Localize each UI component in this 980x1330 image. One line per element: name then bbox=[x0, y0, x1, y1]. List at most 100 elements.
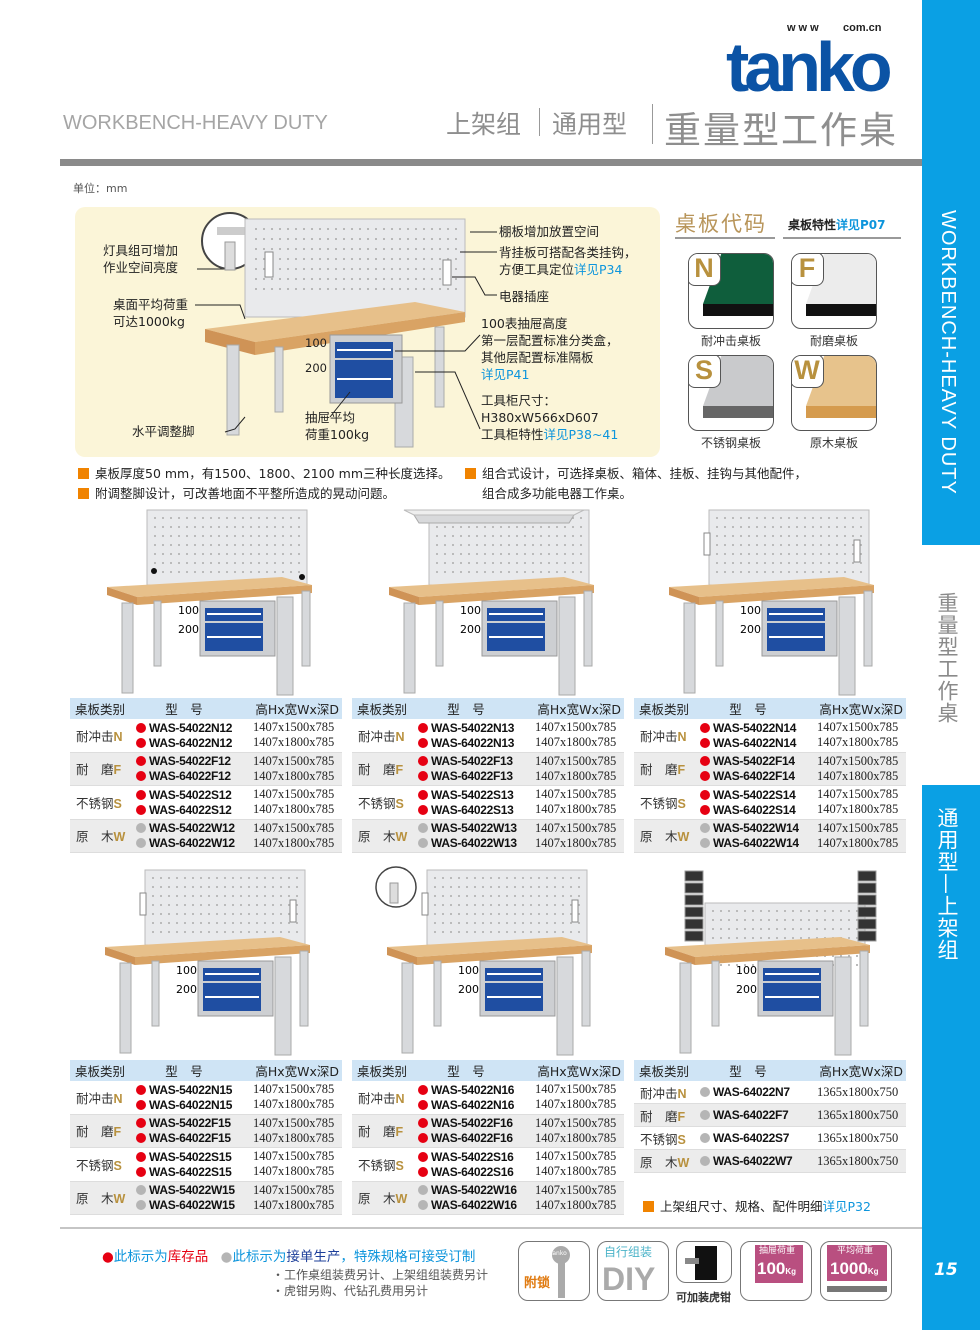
board-tile-label: 原木桌板 bbox=[809, 436, 858, 450]
feature-3: 组合式设计，可选择桌板、箱体、挂板、挂钩与其他配件， bbox=[465, 463, 807, 482]
table-row: WAS-64022S7 1365x1800x750 bbox=[700, 1131, 898, 1146]
stock-dot-icon bbox=[418, 1151, 428, 1162]
board-type-label: 原 木W bbox=[640, 829, 690, 845]
table-row: WAS-64022S15 1407x1800x785 bbox=[136, 1164, 334, 1179]
model-number: WAS-64022W7 bbox=[713, 1154, 793, 1168]
hero-feet-label: 水平调整脚 bbox=[132, 424, 195, 439]
link-p32[interactable]: 详见P32 bbox=[822, 1199, 871, 1214]
model-table: 桌板类别 型 号 高Hx宽Wx深D 耐冲击N WAS-54022N12 1407… bbox=[70, 698, 342, 853]
model-number: WAS-64022S12 bbox=[149, 802, 232, 817]
table-group-row: 耐 磨F WAS-54022F13 1407x1500x785 WAS-6402… bbox=[352, 752, 624, 786]
table-row: WAS-64022S13 1407x1800x785 bbox=[418, 802, 616, 817]
model-size: 1407x1800x785 bbox=[535, 802, 617, 817]
model-size: 1407x1800x785 bbox=[253, 1164, 335, 1179]
stock-dot-icon bbox=[418, 1133, 428, 1144]
drawer-200-label: 200 bbox=[740, 623, 761, 636]
drawer-100-label: 100 bbox=[458, 964, 479, 977]
table-header: 桌板类别 型 号 高Hx宽Wx深D bbox=[352, 698, 624, 719]
order-dot-icon bbox=[700, 1156, 710, 1166]
stock-dot-icon: ● bbox=[102, 1249, 114, 1265]
model-size: 1407x1800x785 bbox=[535, 768, 617, 783]
footer-notes: ・工作桌组装费另计、上架组组装费另计・虎钳另购、代钻孔费用另计 bbox=[272, 1268, 489, 1298]
model-number: WAS-64022F13 bbox=[431, 769, 513, 784]
drawer-200-label: 200 bbox=[178, 623, 199, 636]
table-row: WAS-54022N14 1407x1500x785 bbox=[700, 720, 898, 735]
model-number: WAS-64022F12 bbox=[149, 769, 231, 784]
order-dot-icon bbox=[700, 1133, 710, 1143]
model-number: WAS-64022S7 bbox=[713, 1131, 790, 1145]
model-number: WAS-54022N16 bbox=[431, 1082, 515, 1097]
hero-shelf-label: 棚板增加放置空间 bbox=[499, 224, 600, 239]
table-row: WAS-64022W7 1365x1800x750 bbox=[700, 1154, 898, 1169]
model-size: 1407x1500x785 bbox=[535, 787, 617, 802]
model-table: 桌板类别 型 号 高Hx宽Wx深D 耐冲击N WAS-64022N7 1365x… bbox=[634, 1060, 906, 1173]
side-cn1-label: 重量型工作桌 bbox=[935, 592, 959, 724]
board-type-label: 原 木W bbox=[640, 1154, 690, 1170]
model-size: 1365x1800x750 bbox=[817, 1130, 899, 1145]
vise-label: 可加装虎钳 bbox=[676, 1291, 731, 1304]
model-number: WAS-54022N14 bbox=[713, 720, 797, 735]
table-row: WAS-54022F15 1407x1500x785 bbox=[136, 1116, 334, 1131]
order-dot-icon bbox=[700, 838, 710, 849]
workbench-illustration: 100 200 bbox=[389, 509, 594, 696]
order-dot-icon bbox=[418, 1200, 428, 1211]
drawer-100-label: 100 bbox=[460, 604, 481, 617]
link-p41[interactable]: 详见P41 bbox=[481, 367, 530, 382]
table-group-row: 不锈钢S WAS-54022S12 1407x1500x785 WAS-6402… bbox=[70, 786, 342, 820]
model-size: 1407x1500x785 bbox=[535, 1149, 617, 1164]
model-size: 1407x1800x785 bbox=[253, 768, 335, 783]
table-row: WAS-64022W16 1407x1800x785 bbox=[418, 1198, 616, 1213]
model-number: WAS-64022F14 bbox=[713, 769, 795, 784]
table-row: WAS-54022S14 1407x1500x785 bbox=[700, 787, 898, 802]
model-size: 1365x1800x750 bbox=[817, 1084, 899, 1099]
drawer-200-label: 200 bbox=[176, 983, 197, 996]
drawer-100-label: 100 bbox=[178, 604, 199, 617]
table-row: WAS-54022F12 1407x1500x785 bbox=[136, 754, 334, 769]
table-row: WAS-54022N15 1407x1500x785 bbox=[136, 1082, 334, 1097]
link-p07[interactable]: 详见P07 bbox=[836, 218, 886, 232]
table-row: WAS-64022F13 1407x1800x785 bbox=[418, 769, 616, 784]
stock-dot-icon bbox=[700, 756, 710, 767]
model-number: WAS-54022S13 bbox=[431, 787, 514, 802]
model-number: WAS-64022N14 bbox=[713, 735, 797, 750]
model-number: WAS-64022F16 bbox=[431, 1131, 513, 1146]
table-group-row: 耐 磨F WAS-54022F12 1407x1500x785 WAS-6402… bbox=[70, 752, 342, 786]
stock-dot-icon bbox=[136, 1166, 146, 1177]
feature-4: 组合成多功能电器工作桌。 bbox=[482, 486, 633, 501]
model-number: WAS-64022W15 bbox=[149, 1198, 235, 1213]
table-row: WAS-54022N12 1407x1500x785 bbox=[136, 720, 334, 735]
table-group-row: 耐冲击N WAS-54022N13 1407x1500x785 WAS-6402… bbox=[352, 719, 624, 753]
board-type-label: 耐冲击N bbox=[640, 1085, 687, 1101]
hero-load-label: 桌面平均荷重可达1000kg bbox=[113, 297, 189, 329]
stock-dot-icon bbox=[136, 1099, 146, 1110]
model-number: WAS-64022S16 bbox=[431, 1164, 514, 1179]
table-group-row: 原 木W WAS-54022W13 1407x1500x785 WAS-6402… bbox=[352, 819, 624, 853]
stock-dot-icon bbox=[700, 737, 710, 748]
link-p34[interactable]: 详见P34 bbox=[574, 262, 623, 277]
model-number: WAS-64022S13 bbox=[431, 802, 514, 817]
side-en-label: WORKBENCH-HEAVY DUTY bbox=[937, 210, 959, 495]
table-row: WAS-64022W13 1407x1800x785 bbox=[418, 836, 616, 851]
divider bbox=[539, 108, 540, 136]
board-type-label: 耐冲击N bbox=[358, 728, 405, 744]
table-row: WAS-54022S12 1407x1500x785 bbox=[136, 787, 334, 802]
side-tab-en: WORKBENCH-HEAVY DUTY bbox=[922, 0, 980, 545]
stock-dot-icon bbox=[136, 1133, 146, 1144]
model-number: WAS-54022N15 bbox=[149, 1082, 233, 1097]
model-size: 1407x1800x785 bbox=[535, 1130, 617, 1145]
workbench-illustration: 100 200 bbox=[107, 509, 312, 696]
drawer-100-label: 100 bbox=[740, 604, 761, 617]
table-row: WAS-54022W12 1407x1500x785 bbox=[136, 821, 334, 836]
model-number: WAS-54022W14 bbox=[713, 821, 799, 836]
order-dot-icon bbox=[136, 823, 146, 834]
model-number: WAS-64022N7 bbox=[713, 1085, 790, 1099]
table-group-row: 耐 磨F WAS-64022F7 1365x1800x750 bbox=[634, 1104, 906, 1127]
workbench-illustration: 100 200 bbox=[665, 870, 877, 1056]
table-group-row: 耐冲击N WAS-54022N16 1407x1500x785 WAS-6402… bbox=[352, 1081, 624, 1115]
logo-www: www bbox=[787, 22, 822, 34]
table-row: WAS-54022S15 1407x1500x785 bbox=[136, 1149, 334, 1164]
link-p38-41[interactable]: 详见P38~41 bbox=[543, 427, 619, 442]
table-group-row: 不锈钢S WAS-54022S13 1407x1500x785 WAS-6402… bbox=[352, 786, 624, 820]
board-type-label: 不锈钢S bbox=[358, 1157, 404, 1173]
drawer-200-label: 200 bbox=[305, 361, 327, 375]
